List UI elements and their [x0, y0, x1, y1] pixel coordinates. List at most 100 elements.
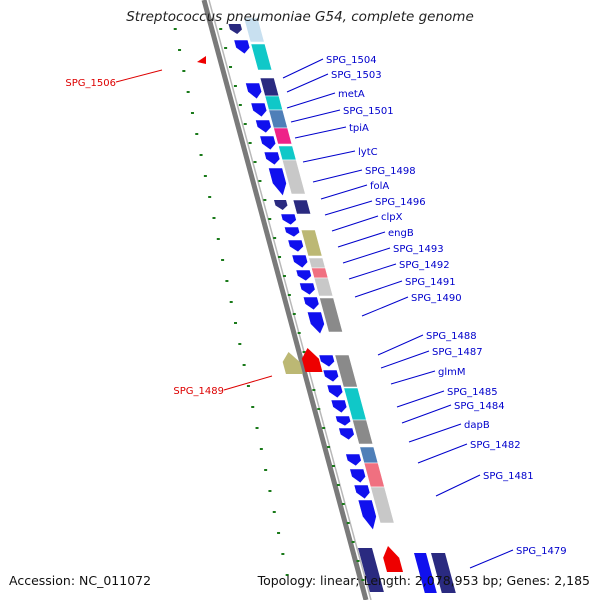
- gene-label-spg-1493: SPG_1493: [393, 244, 444, 255]
- cog-bar: [292, 199, 312, 215]
- cog-bars-group: [243, 17, 395, 524]
- gc-dot: [186, 91, 190, 93]
- label-leader-line: [348, 263, 397, 280]
- gc-dot: [238, 104, 242, 106]
- bottom-highlight-gene: [383, 546, 404, 572]
- gc-dot: [178, 49, 182, 51]
- gene-label-spg-1488: SPG_1488: [426, 331, 477, 342]
- gene-label-engb: engB: [388, 228, 414, 239]
- label-leader-line: [286, 73, 329, 93]
- cog-bar: [310, 267, 329, 279]
- label-leader-line: [324, 200, 373, 216]
- gc-dot: [336, 484, 340, 486]
- cog-bar: [243, 17, 265, 43]
- gene-label-spg-1484: SPG_1484: [454, 401, 505, 412]
- topology-text: Topology: linear; Length: 2,078,953 bp; …: [257, 573, 590, 588]
- gene-arrow: [318, 354, 335, 368]
- gc-dot: [224, 47, 228, 49]
- gene-label-spg-1506: SPG_1506: [65, 78, 116, 89]
- cog-bar: [370, 486, 395, 524]
- label-leader-line: [377, 334, 424, 356]
- cog-bar: [281, 159, 306, 195]
- gene-label-tpia: tpiA: [349, 123, 369, 134]
- gc-dot: [259, 448, 263, 450]
- cog-bar: [278, 145, 297, 161]
- gene-arrow: [263, 151, 281, 166]
- gc-dot: [292, 313, 296, 315]
- gc-dot: [268, 490, 272, 492]
- gene-arrow: [338, 427, 355, 441]
- cog-bar: [259, 77, 280, 97]
- cog-bar: [308, 257, 326, 269]
- label-leader-line: [390, 370, 436, 385]
- gene-arrow: [283, 226, 301, 238]
- gc-dot: [282, 275, 286, 277]
- gene-arrow: [353, 484, 371, 500]
- map-title: Streptococcus pneumoniae G54, complete g…: [126, 9, 474, 25]
- gc-dot: [263, 199, 267, 201]
- label-leader-line: [331, 215, 379, 232]
- gc-dot: [255, 427, 259, 429]
- gc-dot: [317, 408, 321, 410]
- gc-dot: [246, 385, 250, 387]
- gene-arrow: [326, 384, 344, 399]
- gc-dot: [199, 154, 203, 156]
- gc-dot: [346, 522, 350, 524]
- gc-dot: [258, 180, 262, 182]
- gc-dot: [327, 446, 331, 448]
- gene-arrow: [267, 167, 287, 197]
- gene-label-clpx: clpX: [381, 212, 403, 223]
- gc-dot: [351, 541, 355, 543]
- label-leader-line: [354, 280, 403, 298]
- gene-arrow: [322, 369, 340, 383]
- gene-arrow-small: [274, 200, 288, 210]
- gene-arrow: [280, 213, 297, 226]
- gc-dot: [341, 503, 345, 505]
- label-leader-line-red: [115, 69, 163, 83]
- label-leader-line: [342, 247, 391, 264]
- gene-label-spg-1485: SPG_1485: [447, 387, 498, 398]
- gc-dot: [225, 280, 229, 282]
- cog-bar: [273, 127, 293, 145]
- label-leader-line: [435, 474, 481, 497]
- gene-label-meta: metA: [338, 89, 365, 100]
- label-leader-line: [286, 92, 336, 109]
- gc-dot: [234, 322, 238, 324]
- gene-label-spg-1498: SPG_1498: [365, 166, 416, 177]
- gc-dot: [208, 196, 212, 198]
- label-leader-line: [380, 350, 430, 369]
- gene-label-spg-1490: SPG_1490: [411, 293, 462, 304]
- cog-bar: [334, 354, 358, 388]
- gc-dot: [322, 427, 326, 429]
- gene-label-spg-1496: SPG_1496: [375, 197, 426, 208]
- gene-label-spg-1481: SPG_1481: [483, 471, 534, 482]
- cog-bar: [268, 109, 288, 129]
- gene-arrow: [233, 39, 251, 55]
- reverse-gene: [282, 352, 303, 374]
- gc-dot: [253, 161, 257, 163]
- gene-arrow: [287, 239, 304, 253]
- label-leader-line: [337, 231, 386, 248]
- cog-bar: [359, 446, 379, 464]
- gene-arrow: [259, 135, 277, 151]
- gc-dot: [278, 256, 282, 258]
- gene-arrow: [345, 453, 362, 467]
- bottom-gene: [431, 553, 456, 593]
- cog-bar: [250, 43, 273, 71]
- gene-label-spg-1492: SPG_1492: [399, 260, 450, 271]
- gc-dot: [182, 70, 186, 72]
- gc-dot: [356, 560, 360, 562]
- genome-backbone-edge: [208, 0, 372, 601]
- gene-label-fola: folA: [370, 181, 389, 192]
- gene-label-spg-1487: SPG_1487: [432, 347, 483, 358]
- highlighted-gene-spg-1506: [197, 56, 206, 64]
- gc-dot: [297, 332, 301, 334]
- bottom-gene: [358, 548, 384, 592]
- gc-dot: [212, 217, 216, 219]
- gc-dot: [219, 28, 223, 30]
- gene-label-spg-1504: SPG_1504: [326, 55, 377, 66]
- cog-bar: [313, 277, 334, 297]
- gc-dot: [242, 364, 246, 366]
